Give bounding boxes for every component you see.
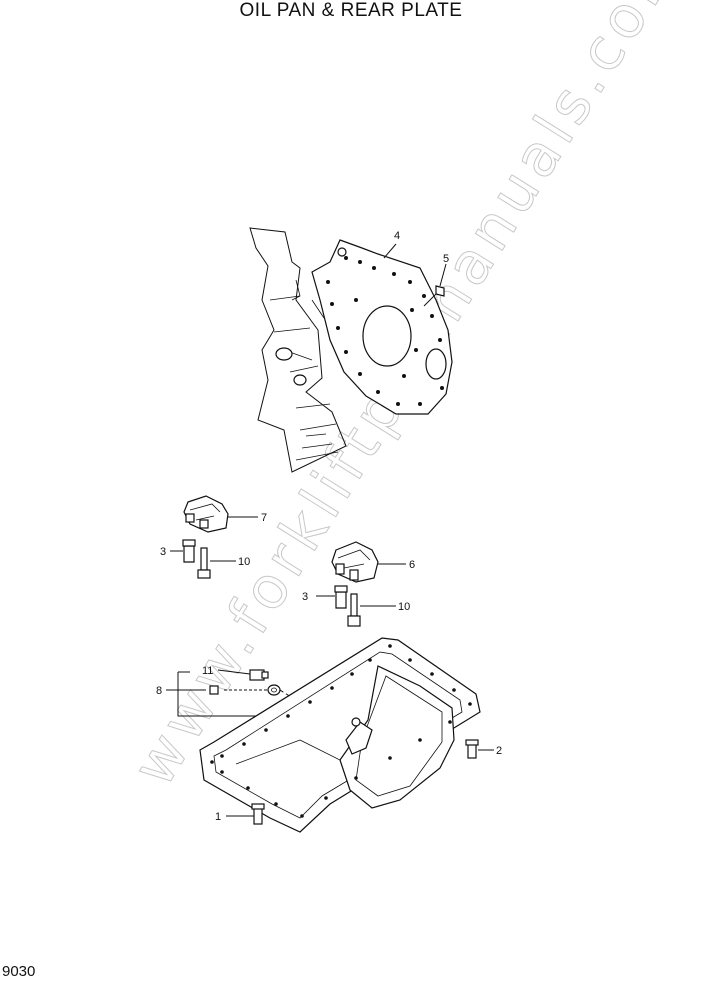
bolt-10-lower (347, 593, 361, 627)
bolt-3-lower (334, 585, 348, 609)
page-number: 9030 (2, 963, 36, 980)
drain-plug-11 (249, 669, 269, 681)
washer-and-plug (209, 684, 281, 696)
rear-plate (311, 239, 453, 415)
callout-10-lower: 10 (398, 601, 410, 613)
bolt-10-upper (197, 547, 211, 579)
callout-5: 5 (443, 253, 449, 265)
page-title: OIL PAN & REAR PLATE (239, 0, 463, 21)
bolt-1 (251, 803, 265, 825)
callout-2: 2 (496, 745, 502, 757)
callout-11: 11 (202, 665, 213, 677)
callout-8: 8 (156, 685, 162, 697)
bolt-5 (423, 285, 445, 307)
callout-1: 1 (215, 811, 221, 823)
callout-7: 7 (261, 512, 267, 524)
engine-block (249, 227, 347, 473)
callout-3-lower: 3 (302, 591, 308, 603)
engine-mount-bracket-6 (331, 541, 379, 583)
callout-3-upper: 3 (160, 546, 166, 558)
bolt-2 (465, 739, 479, 759)
callout-4: 4 (394, 230, 400, 242)
callout-6: 6 (409, 559, 415, 571)
oil-pan (199, 637, 481, 833)
engine-mount-bracket-7 (183, 495, 229, 533)
bolt-3-upper (182, 539, 196, 563)
callout-10-upper: 10 (238, 556, 250, 568)
